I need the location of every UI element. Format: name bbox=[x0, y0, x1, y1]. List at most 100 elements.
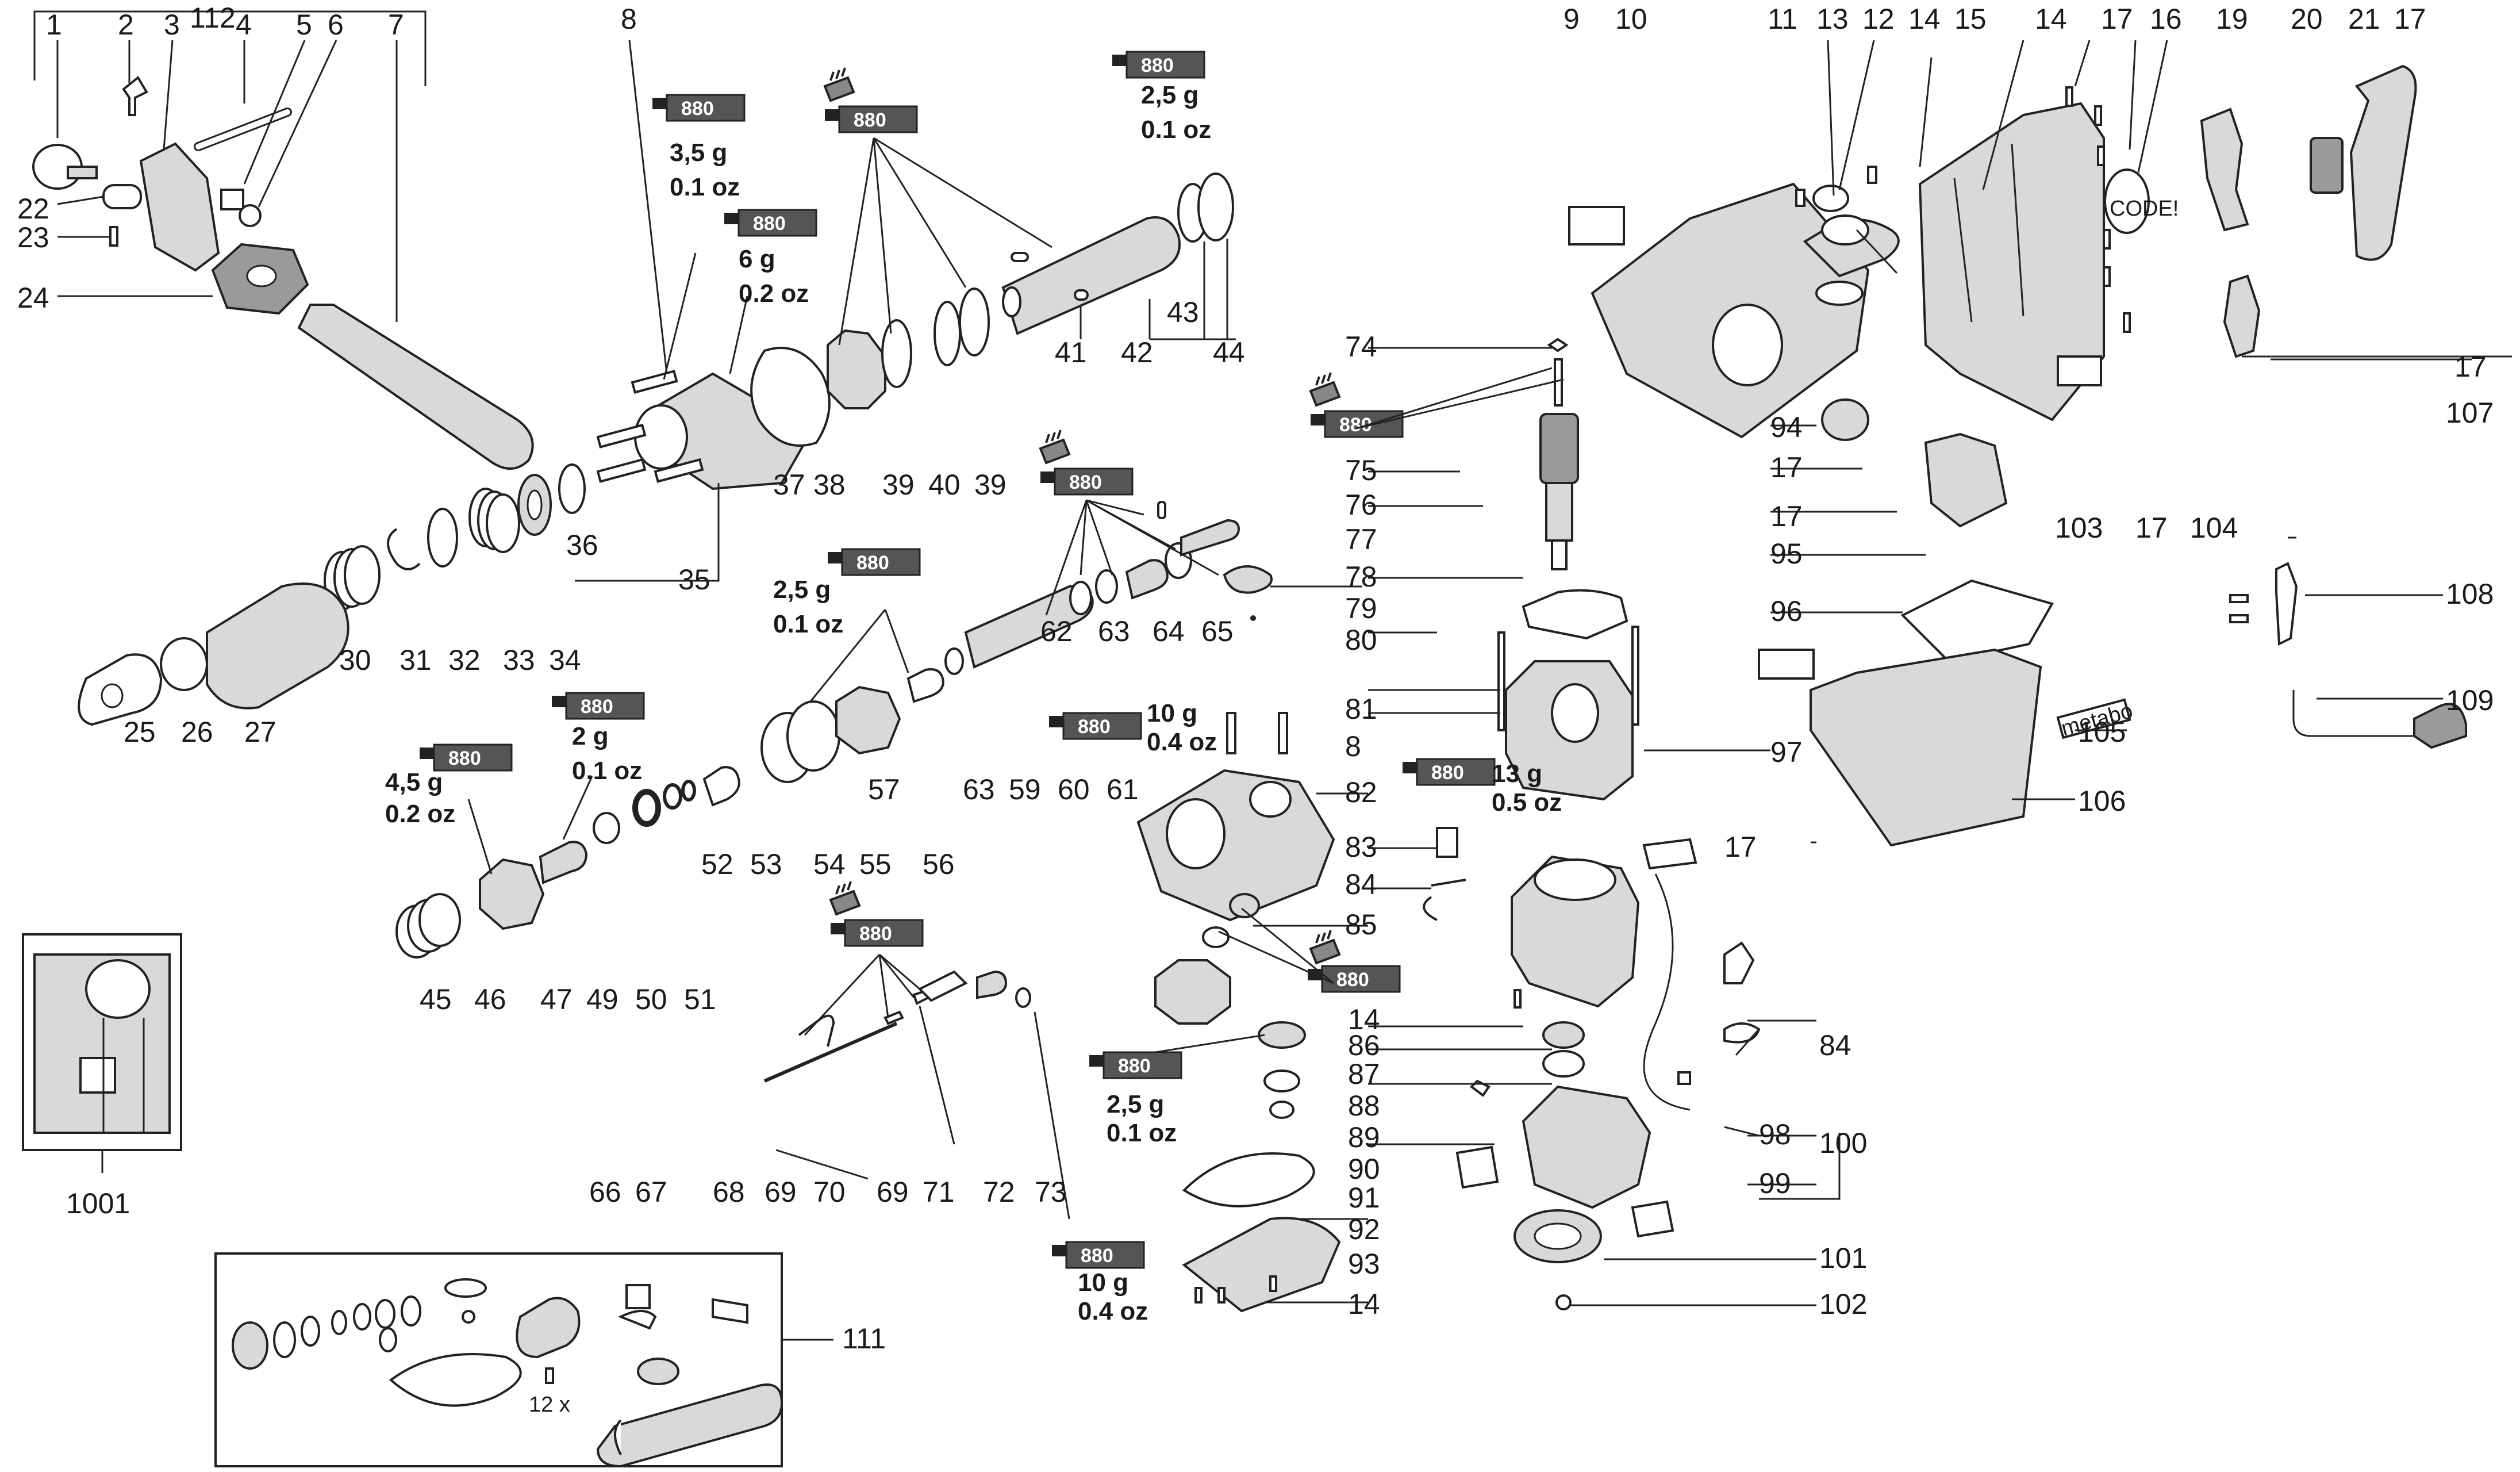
middle-assembly bbox=[395, 501, 1273, 959]
part-44-ring bbox=[1197, 172, 1234, 241]
part-9-label bbox=[1568, 206, 1625, 246]
label-part-12: 12 bbox=[1862, 3, 1895, 35]
label-part-54: 54 bbox=[813, 848, 846, 880]
part-90-washer bbox=[1269, 1101, 1294, 1119]
grease-amount-h1: 13 g bbox=[1492, 760, 1542, 788]
label-part-98: 98 bbox=[1759, 1118, 1791, 1151]
part-11-oring bbox=[1815, 281, 1864, 306]
grease-tube-icon: 880 bbox=[1089, 1051, 1182, 1079]
part-33-spring bbox=[468, 488, 520, 553]
part-31-clip bbox=[387, 528, 421, 570]
code-label-text: CODE! bbox=[2110, 197, 2179, 221]
part-62-ring bbox=[1069, 581, 1092, 615]
label-part-41: 41 bbox=[1055, 336, 1087, 369]
part-39b-ring bbox=[959, 288, 990, 356]
svg-text:880: 880 bbox=[1069, 471, 1102, 493]
label-part-31: 31 bbox=[399, 644, 432, 676]
part-105-brand-plate bbox=[2056, 698, 2131, 739]
brush-icon bbox=[1039, 430, 1071, 465]
part-80-ball bbox=[1250, 615, 1256, 621]
label-part-82: 82 bbox=[1345, 776, 1377, 808]
part-49-washer bbox=[593, 812, 620, 844]
part-84-clip bbox=[1423, 879, 1466, 921]
label-part-90: 90 bbox=[1348, 1153, 1380, 1185]
part-22-pin bbox=[102, 184, 142, 209]
part-83-spring bbox=[1436, 827, 1458, 858]
part-6-washer bbox=[239, 204, 262, 227]
label-part-72: 72 bbox=[983, 1176, 1015, 1208]
label-part-7: 7 bbox=[388, 9, 404, 41]
grease-tube-icon: 880 bbox=[652, 94, 746, 122]
part-84b-clip bbox=[1723, 941, 1755, 984]
label-part-85: 85 bbox=[1345, 908, 1377, 941]
brush-icon bbox=[1309, 372, 1341, 407]
grease-amount-g2: 0.4 oz bbox=[1147, 728, 1217, 756]
label-part-96: 96 bbox=[1770, 595, 1803, 627]
label-part-59: 59 bbox=[1009, 773, 1041, 806]
label-part-22: 22 bbox=[17, 193, 49, 225]
part-38-gear bbox=[827, 329, 886, 409]
part-99-clip bbox=[1631, 1200, 1674, 1238]
part-40-ring bbox=[934, 301, 961, 366]
grease-tube-icon: 880 bbox=[1052, 1241, 1145, 1269]
label-part-71: 71 bbox=[923, 1176, 955, 1208]
part-32-ring bbox=[427, 508, 458, 568]
label-part-74: 74 bbox=[1345, 331, 1377, 363]
label-part-107: 107 bbox=[2446, 397, 2494, 429]
part-108-sleeve bbox=[2275, 562, 2298, 646]
label-part-24: 24 bbox=[17, 282, 49, 314]
label-part-77: 77 bbox=[1345, 523, 1377, 555]
label-part-53: 53 bbox=[750, 848, 782, 880]
label-part-97: 97 bbox=[1770, 736, 1803, 768]
label-part-3: 3 bbox=[164, 9, 180, 41]
label-part-84b: 84 bbox=[1819, 1029, 1851, 1061]
label-part-8b: 8 bbox=[1345, 730, 1361, 762]
label-part-69: 69 bbox=[765, 1176, 797, 1208]
label-part-15: 15 bbox=[1954, 3, 1987, 35]
label-part-9: 9 bbox=[1564, 3, 1580, 35]
part-107-switch bbox=[2223, 274, 2261, 358]
label-part-16: 16 bbox=[2150, 3, 2182, 35]
part-16-code-label bbox=[2104, 168, 2150, 234]
brush-icon bbox=[823, 67, 855, 102]
label-part-14b: 14 bbox=[1348, 1288, 1380, 1320]
grease-amount-f1: 4,5 g bbox=[385, 768, 443, 796]
grease-amount-j1: 10 g bbox=[1078, 1268, 1128, 1297]
label-part-49: 49 bbox=[586, 983, 619, 1015]
label-part-69b: 69 bbox=[877, 1176, 909, 1208]
label-leaders bbox=[775, 40, 2512, 1306]
label-part-55: 55 bbox=[859, 848, 892, 880]
part-98-screw bbox=[1677, 1071, 1691, 1085]
part-106-cover bbox=[1810, 648, 2042, 847]
grease-amount-d1: 2,5 g bbox=[773, 576, 831, 604]
part-56-gear bbox=[835, 685, 901, 755]
part-85-bearing bbox=[1229, 893, 1260, 918]
label-part-38: 38 bbox=[813, 469, 846, 501]
label-part-61: 61 bbox=[1107, 773, 1139, 806]
grease-amount-h2: 0.5 oz bbox=[1492, 788, 1562, 816]
grease-amount-c2: 0.1 oz bbox=[1141, 116, 1211, 144]
part-8-screw bbox=[631, 370, 678, 394]
grease-tube-icon: 880 bbox=[552, 692, 645, 720]
part-109-cable bbox=[2413, 703, 2467, 749]
part-5-nut bbox=[220, 189, 244, 210]
part-64-sleeve bbox=[1125, 559, 1169, 600]
part-73-ring bbox=[1015, 987, 1031, 1008]
label-part-8: 8 bbox=[621, 3, 637, 35]
label-part-47: 47 bbox=[540, 983, 573, 1015]
svg-text:880: 880 bbox=[1118, 1055, 1151, 1077]
label-part-103: 103 bbox=[2055, 512, 2103, 544]
inset-1001 bbox=[22, 933, 182, 1173]
part-78-fan bbox=[1522, 589, 1628, 640]
label-part-60: 60 bbox=[1058, 773, 1090, 806]
label-part-11: 11 bbox=[1768, 3, 1797, 35]
part-74-clip bbox=[1547, 338, 1569, 352]
label-part-76: 76 bbox=[1345, 489, 1377, 521]
part-60-gear bbox=[1154, 959, 1231, 1025]
grease-tube-icon: 880 bbox=[1308, 965, 1401, 993]
part-27-chuck-cover bbox=[206, 582, 349, 710]
svg-text:880: 880 bbox=[753, 213, 786, 235]
part-47-pin bbox=[539, 841, 588, 884]
grease-tube-icon: 880 bbox=[724, 209, 817, 237]
label-part-17c: 17 bbox=[1770, 451, 1803, 484]
